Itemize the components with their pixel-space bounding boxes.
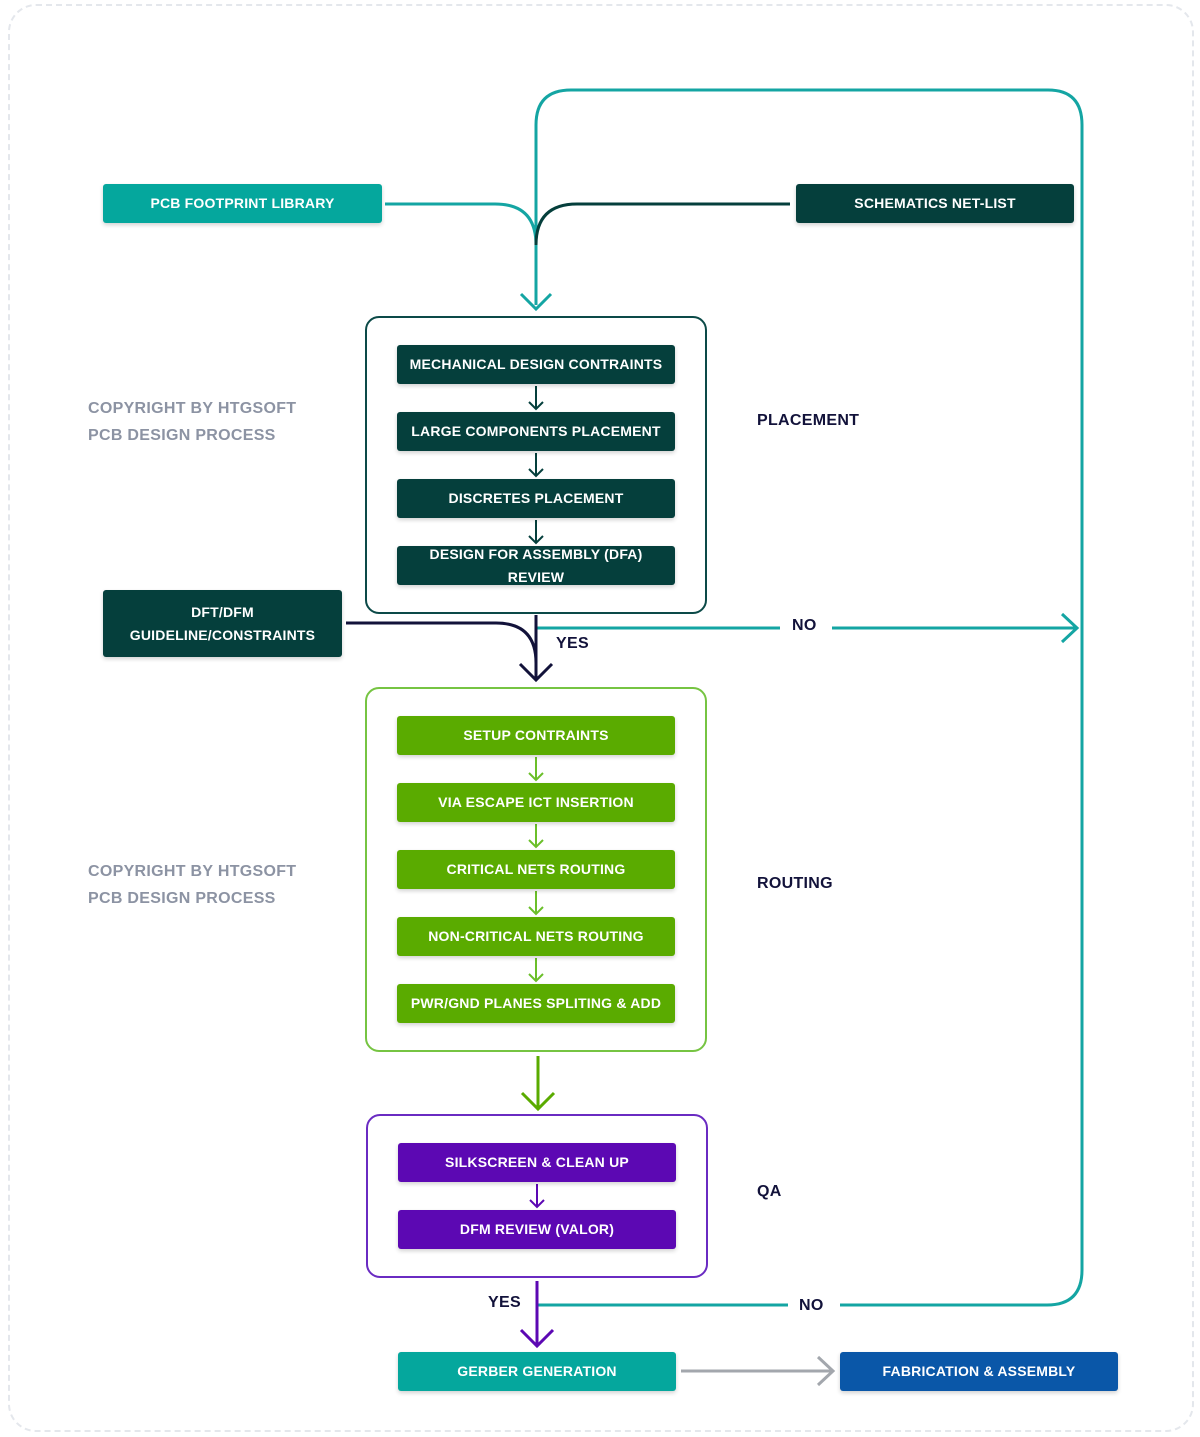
routing-step-2: VIA ESCAPE ICT INSERTION — [397, 783, 675, 822]
placement-entry-arrow — [519, 292, 553, 312]
qa-entry-arrow — [520, 1091, 556, 1112]
placement-group — [365, 316, 707, 614]
placement-no-arrow — [1060, 612, 1080, 644]
watermark-bottom: COPYRIGHT BY HTGSOFT PCB DESIGN PROCESS — [88, 858, 296, 912]
placement-stage-label: PLACEMENT — [757, 412, 860, 429]
placement-no-line-left — [534, 615, 780, 630]
dft-dfm-line-1: DFT/DFM — [191, 603, 254, 620]
routing-group — [365, 687, 707, 1052]
dft-to-routing-line — [346, 621, 538, 664]
routing-stage-label: ROUTING — [757, 875, 833, 892]
routing-step-arrows — [528, 757, 544, 983]
routing-step-1: SETUP CONTRAINTS — [397, 716, 675, 755]
footprint-to-placement-line — [385, 202, 538, 246]
footprint-library-node: PCB FOOTPRINT LIBRARY — [103, 184, 382, 223]
placement-step-4: DESIGN FOR ASSEMBLY (DFA) REVIEW — [397, 546, 675, 585]
routing-step-5: PWR/GND PLANES SPLITING & ADD — [397, 984, 675, 1023]
netlist-to-placement-line — [534, 202, 790, 246]
gerber-generation-node: GERBER GENERATION — [398, 1352, 676, 1391]
routing-step-4: NON-CRITICAL NETS ROUTING — [397, 917, 675, 956]
qa-step-2: DFM REVIEW (VALOR) — [398, 1210, 676, 1249]
placement-yes-label: YES — [556, 635, 589, 653]
qa-group — [366, 1114, 708, 1278]
watermark-top: COPYRIGHT BY HTGSOFT PCB DESIGN PROCESS — [88, 395, 296, 449]
watermark-line-1: COPYRIGHT BY HTGSOFT — [88, 400, 297, 417]
qa-step-arrows — [529, 1184, 545, 1209]
placement-step-1: MECHANICAL DESIGN CONTRAINTS — [397, 345, 675, 384]
watermark-line-2: PCB DESIGN PROCESS — [88, 890, 276, 907]
placement-step-3: DISCRETES PLACEMENT — [397, 479, 675, 518]
gerber-entry-arrow — [519, 1328, 555, 1349]
qa-no-label: NO — [799, 1297, 824, 1315]
dft-dfm-node: DFT/DFM GUIDELINE/CONSTRAINTS — [103, 590, 342, 657]
qa-stage-label: QA — [757, 1183, 782, 1200]
watermark-line-1: COPYRIGHT BY HTGSOFT — [88, 863, 297, 880]
routing-entry-arrow — [518, 662, 554, 683]
fabrication-assembly-node: FABRICATION & ASSEMBLY — [840, 1352, 1118, 1391]
placement-step-2: LARGE COMPONENTS PLACEMENT — [397, 412, 675, 451]
fabrication-entry-arrow — [816, 1355, 836, 1387]
diagram-frame — [8, 4, 1194, 1432]
dft-dfm-line-2: GUIDELINE/CONSTRAINTS — [129, 626, 316, 643]
watermark-line-2: PCB DESIGN PROCESS — [88, 427, 276, 444]
schematics-netlist-node: SCHEMATICS NET-LIST — [796, 184, 1074, 223]
qa-step-1: SILKSCREEN & CLEAN UP — [398, 1143, 676, 1182]
feedback-loop-line — [534, 88, 1084, 1307]
placement-step-arrows — [528, 386, 544, 545]
placement-no-label: NO — [792, 617, 817, 635]
routing-step-3: CRITICAL NETS ROUTING — [397, 850, 675, 889]
qa-yes-label: YES — [488, 1294, 521, 1312]
